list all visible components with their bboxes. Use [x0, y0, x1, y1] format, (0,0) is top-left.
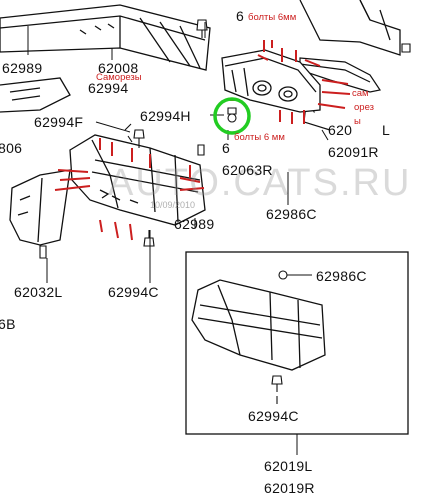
leader-lines: [27, 22, 329, 283]
note-samo-3: ы: [354, 116, 361, 127]
label-620: 620: [328, 122, 353, 138]
label-62008: 62008: [98, 60, 139, 76]
label-62019r: 62019R: [264, 480, 315, 496]
label-inset-62986c: 62986C: [316, 268, 367, 284]
corner-bumper-main: [69, 134, 206, 226]
label-62994c: 62994C: [108, 284, 159, 300]
label-6-mid: 6: [222, 140, 231, 156]
label-62986c: 62986C: [266, 206, 317, 222]
label-62091r: 62091R: [328, 144, 379, 160]
label-806: 806: [0, 140, 23, 156]
inset-bumper: [191, 279, 326, 371]
frame-rail: [0, 0, 401, 113]
inset-fasteners: [271, 270, 312, 404]
side-bracket: [299, 57, 381, 131]
label-l: L: [382, 122, 391, 138]
label-62994h: 62994H: [140, 108, 191, 124]
note-bolts-6mm-mid: болты 6 мм: [234, 132, 285, 143]
note-bolts-6mm-top: болты 6мм: [248, 12, 297, 23]
label-inset-62994c: 62994C: [248, 408, 299, 424]
watermark: AUTO.CATS.RU: [108, 162, 412, 204]
label-62994: 62994: [88, 80, 129, 96]
label-62994f: 62994F: [34, 114, 84, 130]
label-62019l: 62019L: [264, 458, 313, 474]
label-62989-top: 62989: [2, 60, 43, 76]
highlight-circle: [213, 97, 251, 135]
label-62989-mid: 62989: [174, 216, 215, 232]
date-stamp: 10/09/2010: [150, 200, 196, 210]
label-6b: 6B: [0, 316, 16, 332]
label-6-top: 6: [236, 8, 245, 24]
note-screws: Саморезы: [96, 72, 142, 83]
mud-flap: [9, 169, 71, 246]
mounting-bracket: [221, 49, 321, 113]
note-samo-2: орез: [354, 102, 374, 113]
label-62063r: 62063R: [222, 162, 273, 178]
label-62032l: 62032L: [14, 284, 63, 300]
note-samo-1: сам: [352, 88, 369, 99]
